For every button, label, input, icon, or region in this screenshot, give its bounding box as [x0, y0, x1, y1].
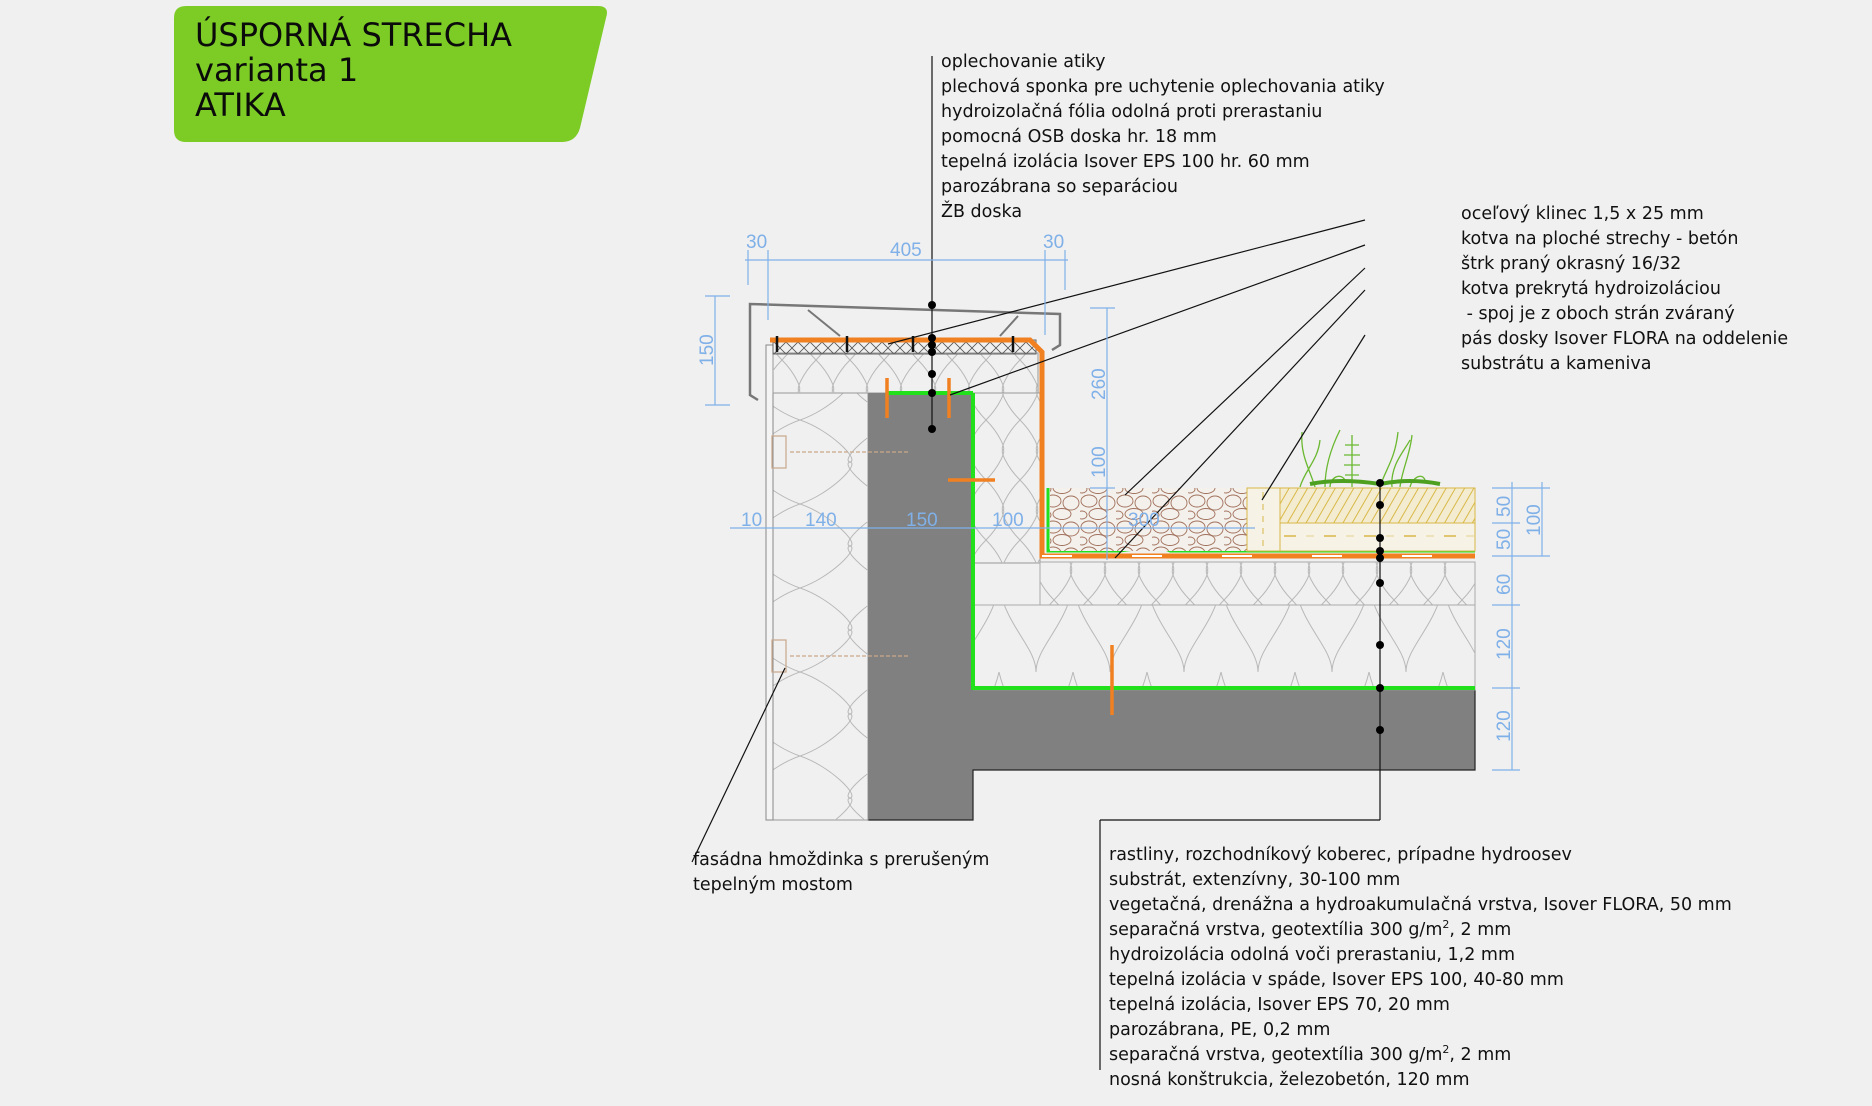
- roof-layer-item: parozábrana, PE, 0,2 mm: [1109, 1020, 1331, 1040]
- title-line-3: ATIKA: [195, 86, 286, 124]
- dim-wall-140: 140: [805, 510, 837, 531]
- callout-covered-anchor: kotva prekrytá hydroizoláciou: [1461, 279, 1721, 299]
- title-line-2: varianta 1: [195, 51, 359, 89]
- callout-insulation: tepelná izolácia Isover EPS 100 hr. 60 m…: [941, 152, 1310, 172]
- callout-waterproofing: hydroizolačná fólia odolná proti prerast…: [941, 102, 1323, 122]
- roof-layer-item: tepelná izolácia, Isover EPS 70, 20 mm: [1109, 995, 1450, 1015]
- vegetation: [1299, 429, 1441, 488]
- roof-layer-item: separačná vrstva, geotextília 300 g/m2, …: [1109, 918, 1512, 940]
- callout-flora-strip-2: substrátu a kameniva: [1461, 354, 1652, 374]
- callout-rc-slab: ŽB doska: [941, 202, 1023, 222]
- dim-wall-10: 10: [741, 510, 762, 531]
- roof-layer-item: vegetačná, drenážna a hydroakumulačná vr…: [1109, 895, 1732, 915]
- dim-wall-100: 100: [992, 510, 1024, 531]
- facade-render: [765, 344, 774, 821]
- roof-anchors: [885, 378, 1114, 715]
- callout-osb: pomocná OSB doska hr. 18 mm: [941, 127, 1217, 147]
- callout-nail: oceľový klinec 1,5 x 25 mm: [1461, 204, 1704, 224]
- facade-dowels: [771, 435, 908, 673]
- callout-facade-line-1: fasádna hmoždinka s prerušeným: [693, 850, 990, 870]
- roof-layers-list: rastliny, rozchodníkový koberec, prípadn…: [1109, 843, 1732, 1093]
- atika-callout-list: oplechovanie atiky plechová sponka pre u…: [941, 50, 1385, 225]
- page-title: ÚSPORNÁ STRECHA varianta 1 ATIKA: [195, 18, 512, 123]
- parapet-flashing: [748, 302, 1062, 402]
- dim-layer-120a: 120: [1494, 628, 1515, 660]
- dim-left-vert: 150: [697, 334, 718, 366]
- dimension-lines: [705, 250, 1550, 771]
- roof-layer-item: substrát, extenzívny, 30-100 mm: [1109, 870, 1401, 890]
- right-callout-list: oceľový klinec 1,5 x 25 mm kotva na ploc…: [1461, 202, 1788, 377]
- dim-top-right: 30: [1043, 232, 1064, 253]
- callout-welded-joint: - spoj je z oboch strán zváraný: [1461, 304, 1735, 324]
- dim-top-left: 30: [746, 232, 767, 253]
- dim-wall-150: 150: [906, 510, 938, 531]
- title-banner: [174, 6, 607, 142]
- vapor-barrier: [971, 393, 1475, 690]
- dim-layer-50b: 50: [1494, 529, 1515, 550]
- waterproofing-membrane: [770, 337, 1475, 559]
- dim-layer-120b: 120: [1494, 710, 1515, 742]
- dim-layer-60: 60: [1494, 574, 1515, 595]
- callout-flashing: oplechovanie atiky: [941, 52, 1106, 72]
- callout-gravel: štrk praný okrasný 16/32: [1461, 254, 1682, 274]
- dim-layer-100: 100: [1524, 504, 1545, 536]
- callout-vapor-barrier: parozábrana so separáciou: [941, 177, 1178, 197]
- callout-anchor: kotva na ploché strechy - betón: [1461, 229, 1739, 249]
- roof-layer-item: hydroizolácia odolná voči prerastaniu, 1…: [1109, 945, 1516, 965]
- dim-gravel-vert: 100: [1089, 446, 1110, 478]
- steel-nails: [775, 336, 1015, 352]
- roof-layer-item: rastliny, rozchodníkový koberec, prípadn…: [1109, 845, 1572, 865]
- dim-gravel-width: 300: [1128, 510, 1160, 531]
- facade-callout: fasádna hmoždinka s prerušeným tepelným …: [693, 848, 989, 898]
- roof-layer-item: separačná vrstva, geotextília 300 g/m2, …: [1109, 1043, 1512, 1065]
- callout-flora-strip-1: pás dosky Isover FLORA na oddelenie: [1461, 329, 1789, 349]
- leader-lines: [691, 56, 1381, 1070]
- callout-clip: plechová sponka pre uchytenie oplechovan…: [941, 77, 1385, 97]
- callout-facade-line-2: tepelným mostom: [693, 875, 853, 895]
- leader-dots: [928, 301, 1384, 734]
- dim-layer-50a: 50: [1494, 496, 1515, 517]
- dim-top-mid: 405: [890, 240, 922, 261]
- dim-parapet-vert: 260: [1089, 368, 1110, 400]
- title-line-1: ÚSPORNÁ STRECHA: [195, 16, 513, 54]
- roof-layer-item: tepelná izolácia v spáde, Isover EPS 100…: [1109, 970, 1564, 990]
- roof-layer-item: nosná konštrukcia, železobetón, 120 mm: [1109, 1070, 1470, 1090]
